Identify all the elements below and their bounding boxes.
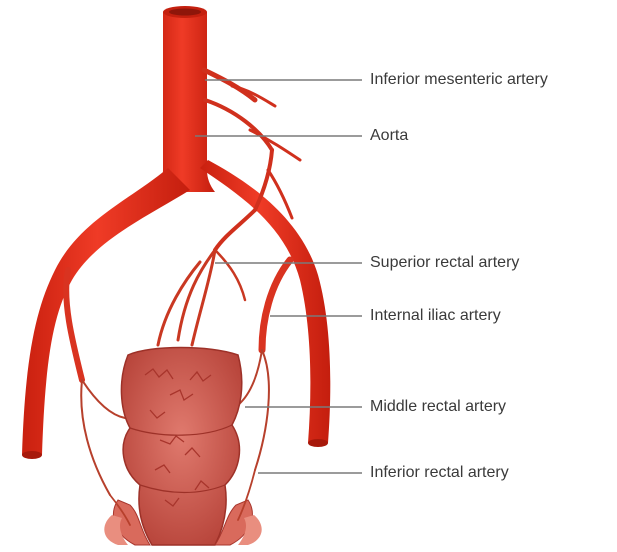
label-aorta: Aorta (370, 127, 408, 145)
label-inferior-mesenteric-artery: Inferior mesenteric artery (370, 71, 548, 89)
label-inferior-rectal-artery: Inferior rectal artery (370, 464, 509, 482)
label-internal-iliac-artery: Internal iliac artery (370, 307, 501, 325)
superior-rectal-vessel (158, 250, 245, 345)
label-superior-rectal-artery: Superior rectal artery (370, 254, 519, 272)
label-middle-rectal-artery: Middle rectal artery (370, 398, 506, 416)
rectum (121, 348, 241, 546)
